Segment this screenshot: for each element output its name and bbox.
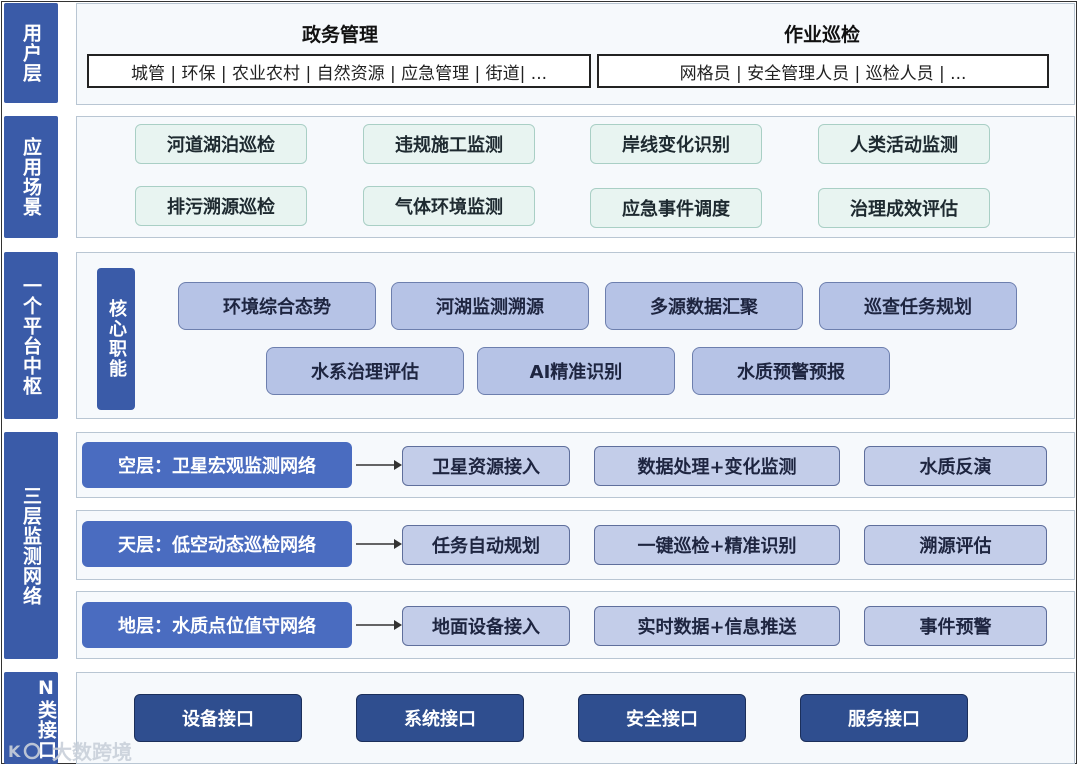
- platform-function: 巡查任务规划: [819, 282, 1017, 330]
- interface-box: 服务接口: [800, 694, 968, 742]
- platform-function: 河湖监测溯源: [391, 282, 589, 330]
- platform-function: 水系治理评估: [266, 347, 464, 395]
- process-step: 卫星资源接入: [402, 446, 570, 486]
- platform-function: 水质预警预报: [692, 347, 890, 395]
- process-step: 任务自动规划: [402, 525, 570, 565]
- scenario-chip: 违规施工监测: [363, 124, 535, 164]
- side-label-platform-layer: 一个平台中枢: [4, 252, 58, 419]
- platform-function: 环境综合态势: [178, 282, 376, 330]
- process-step: 溯源评估: [864, 525, 1047, 565]
- interface-box: 设备接口: [134, 694, 302, 742]
- side-label-interface-layer: N类接口: [4, 672, 58, 764]
- scenario-chip: 治理成效评估: [818, 188, 990, 228]
- scenario-chip: 应急事件调度: [590, 188, 762, 228]
- process-step: 数据处理+变化监测: [594, 446, 840, 486]
- side-label-monitoring-layer: 三层监测网络: [4, 432, 58, 659]
- interface-box: 系统接口: [356, 694, 524, 742]
- layer-name-sky: 天层：低空动态巡检网络: [82, 521, 352, 567]
- side-label-scenario-layer: 应用场景: [4, 116, 58, 238]
- scenario-chip: 人类活动监测: [818, 124, 990, 164]
- gov-items-box: 城管 | 环保 | 农业农村 | 自然资源 | 应急管理 | 街道| ...: [87, 54, 591, 88]
- process-step: 一键巡检+精准识别: [594, 525, 840, 565]
- gov-title: 政务管理: [301, 24, 378, 46]
- ops-items-box: 网格员 | 安全管理人员 | 巡检人员 | ...: [597, 54, 1049, 88]
- scenario-chip: 河道湖泊巡检: [135, 124, 307, 164]
- svg-text:K: K: [8, 742, 21, 761]
- watermark: K 大数跨境: [8, 736, 132, 765]
- arrow-right-icon: [356, 539, 402, 549]
- scenario-chip: 岸线变化识别: [590, 124, 762, 164]
- platform-function: 多源数据汇聚: [605, 282, 803, 330]
- ops-title: 作业巡检: [783, 24, 860, 46]
- process-step: 实时数据+信息推送: [594, 606, 840, 646]
- side-label-user-layer: 用户层: [4, 3, 58, 103]
- watermark-text: 大数跨境: [52, 740, 132, 764]
- process-step: 地面设备接入: [402, 606, 570, 646]
- platform-function: AI精准识别: [477, 347, 675, 395]
- scenario-chip: 排污溯源巡检: [135, 186, 307, 226]
- core-function-label: 核心职能: [97, 268, 135, 410]
- arrow-right-icon: [356, 460, 402, 470]
- layer-name-space: 空层：卫星宏观监测网络: [82, 442, 352, 488]
- interface-box: 安全接口: [578, 694, 746, 742]
- layer-name-ground: 地层：水质点位值守网络: [82, 602, 352, 648]
- arrow-right-icon: [356, 620, 402, 630]
- scenario-chip: 气体环境监测: [363, 186, 535, 226]
- process-step: 水质反演: [864, 446, 1047, 486]
- process-step: 事件预警: [864, 606, 1047, 646]
- watermark-logo-icon: K: [8, 742, 41, 761]
